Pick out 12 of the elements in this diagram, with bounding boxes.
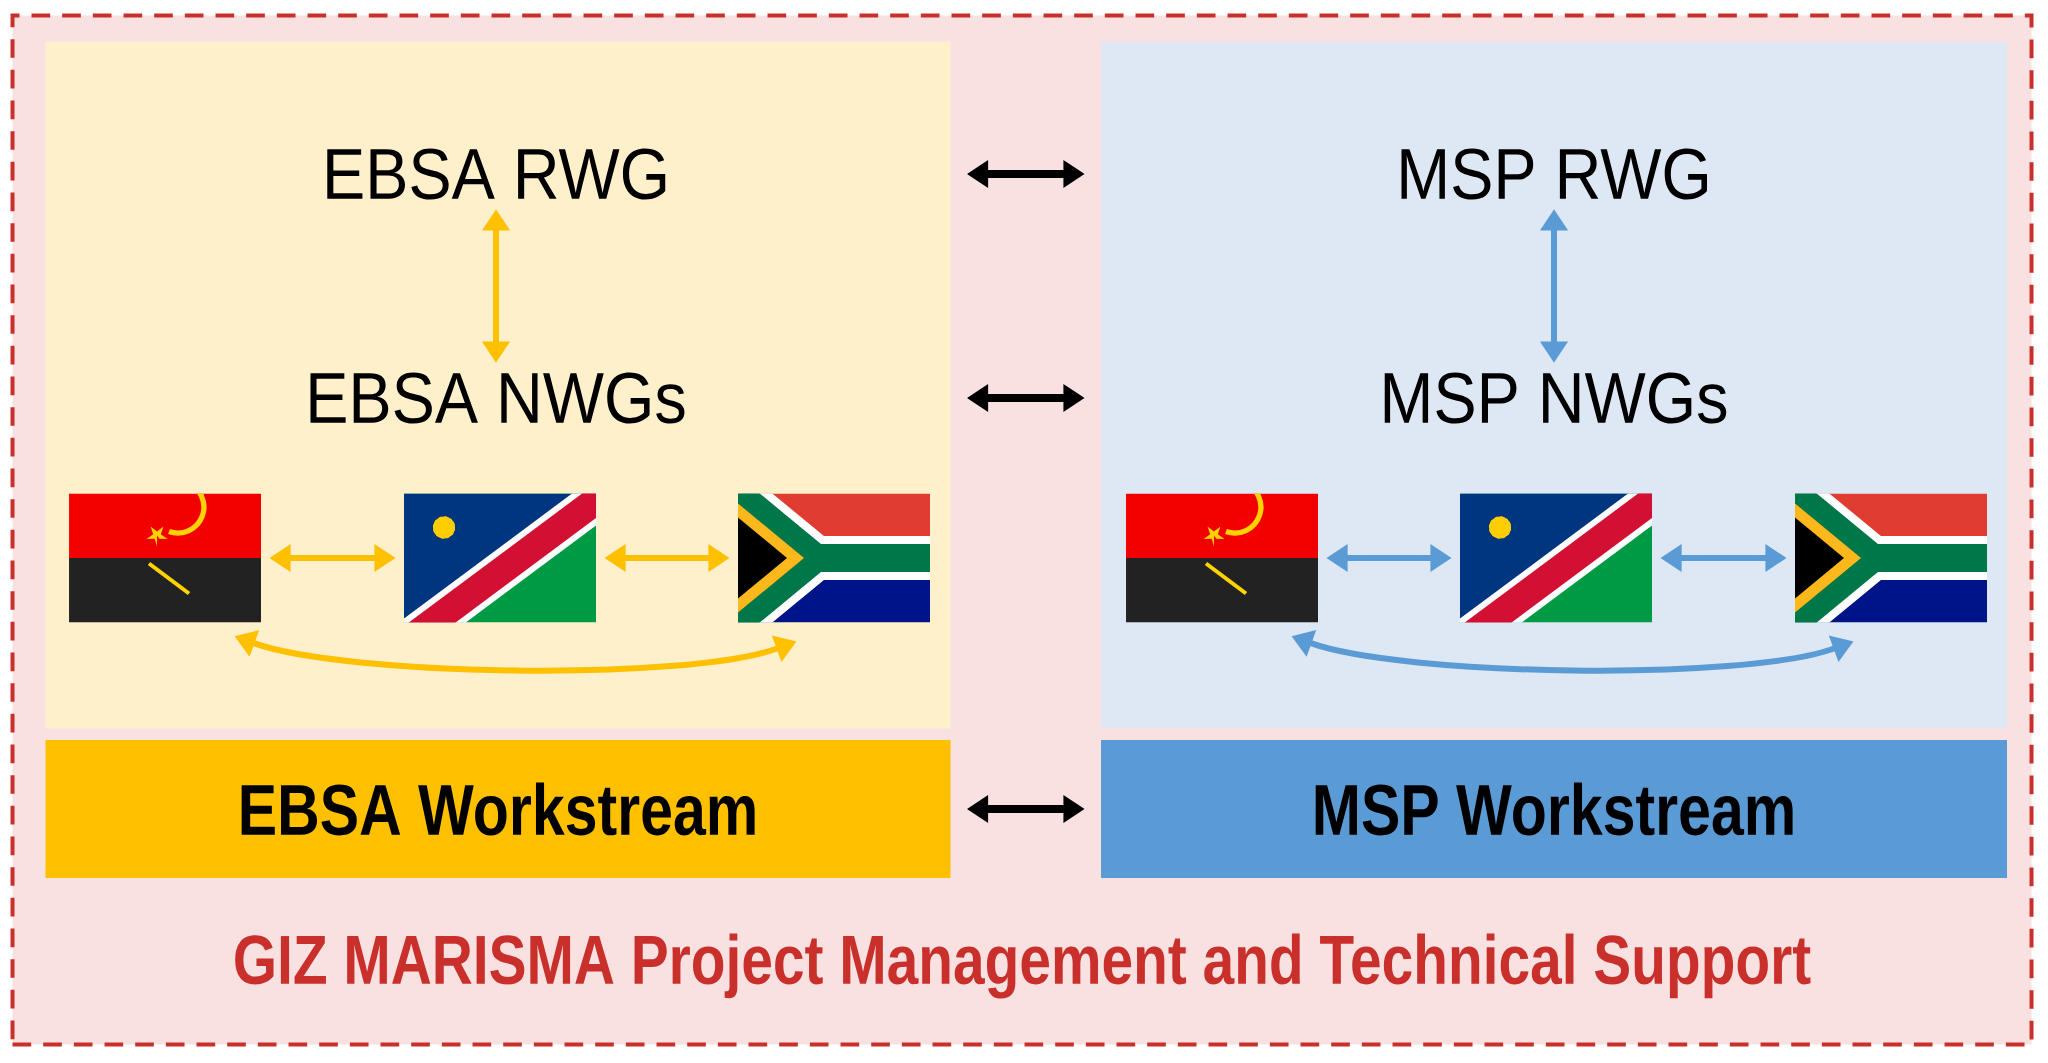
flag-drawing [738, 493, 930, 623]
flag-drawing [1460, 493, 1652, 623]
flag-drawing [1126, 493, 1318, 623]
workstream-bar: MSP Workstream [1101, 740, 2007, 878]
flag-drawing [69, 493, 261, 623]
workstream-bar: EBSA Workstream [45, 740, 951, 878]
group-label: MSP NWGs [1384, 372, 1727, 424]
group-label: MSP RWG [1401, 148, 1707, 200]
group-label: EBSA RWG [327, 148, 666, 200]
flag-drawing [404, 493, 596, 623]
group-label: EBSA NWGs [310, 372, 685, 424]
flag-drawing [1795, 493, 1987, 623]
